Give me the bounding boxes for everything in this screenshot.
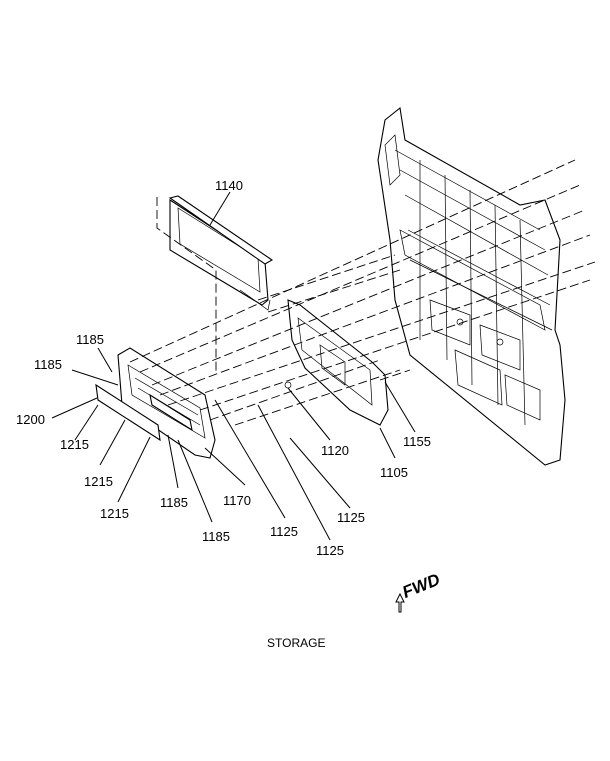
callout-1125-a: 1125	[270, 524, 298, 539]
callout-1185-b: 1185	[34, 357, 62, 372]
label-plate-1215	[95, 383, 161, 442]
upper-panel-1140	[168, 195, 274, 311]
callout-1185-a: 1185	[76, 332, 104, 347]
callout-1140: 1140	[215, 178, 243, 193]
callout-1120: 1120	[321, 443, 349, 458]
bulkhead-panel	[377, 106, 566, 466]
leader-lines	[51, 191, 416, 541]
callout-1185-d: 1185	[202, 529, 230, 544]
left-bin-1170	[117, 347, 216, 459]
callout-1125-b: 1125	[337, 510, 365, 525]
callout-1155: 1155	[403, 434, 431, 449]
right-bin-1155	[284, 299, 389, 426]
callout-1215-c: 1215	[100, 506, 129, 521]
forward-indicator: FWD	[395, 570, 443, 613]
callout-1125-c: 1125	[316, 543, 344, 558]
callout-1215-a: 1215	[60, 437, 89, 452]
callout-1170: 1170	[223, 493, 251, 508]
callout-1185-c: 1185	[160, 495, 188, 510]
diagram-caption: STORAGE	[267, 636, 325, 650]
callout-1200: 1200	[16, 412, 45, 427]
fwd-label: FWD	[400, 570, 443, 602]
callout-labels: 1140 1185 1185 1200 1215 1215 1215 1185 …	[16, 178, 431, 558]
arrow-forward-icon	[395, 592, 405, 613]
assembly-centerlines	[129, 159, 596, 426]
callout-1215-b: 1215	[84, 474, 113, 489]
callout-1105: 1105	[380, 465, 408, 480]
